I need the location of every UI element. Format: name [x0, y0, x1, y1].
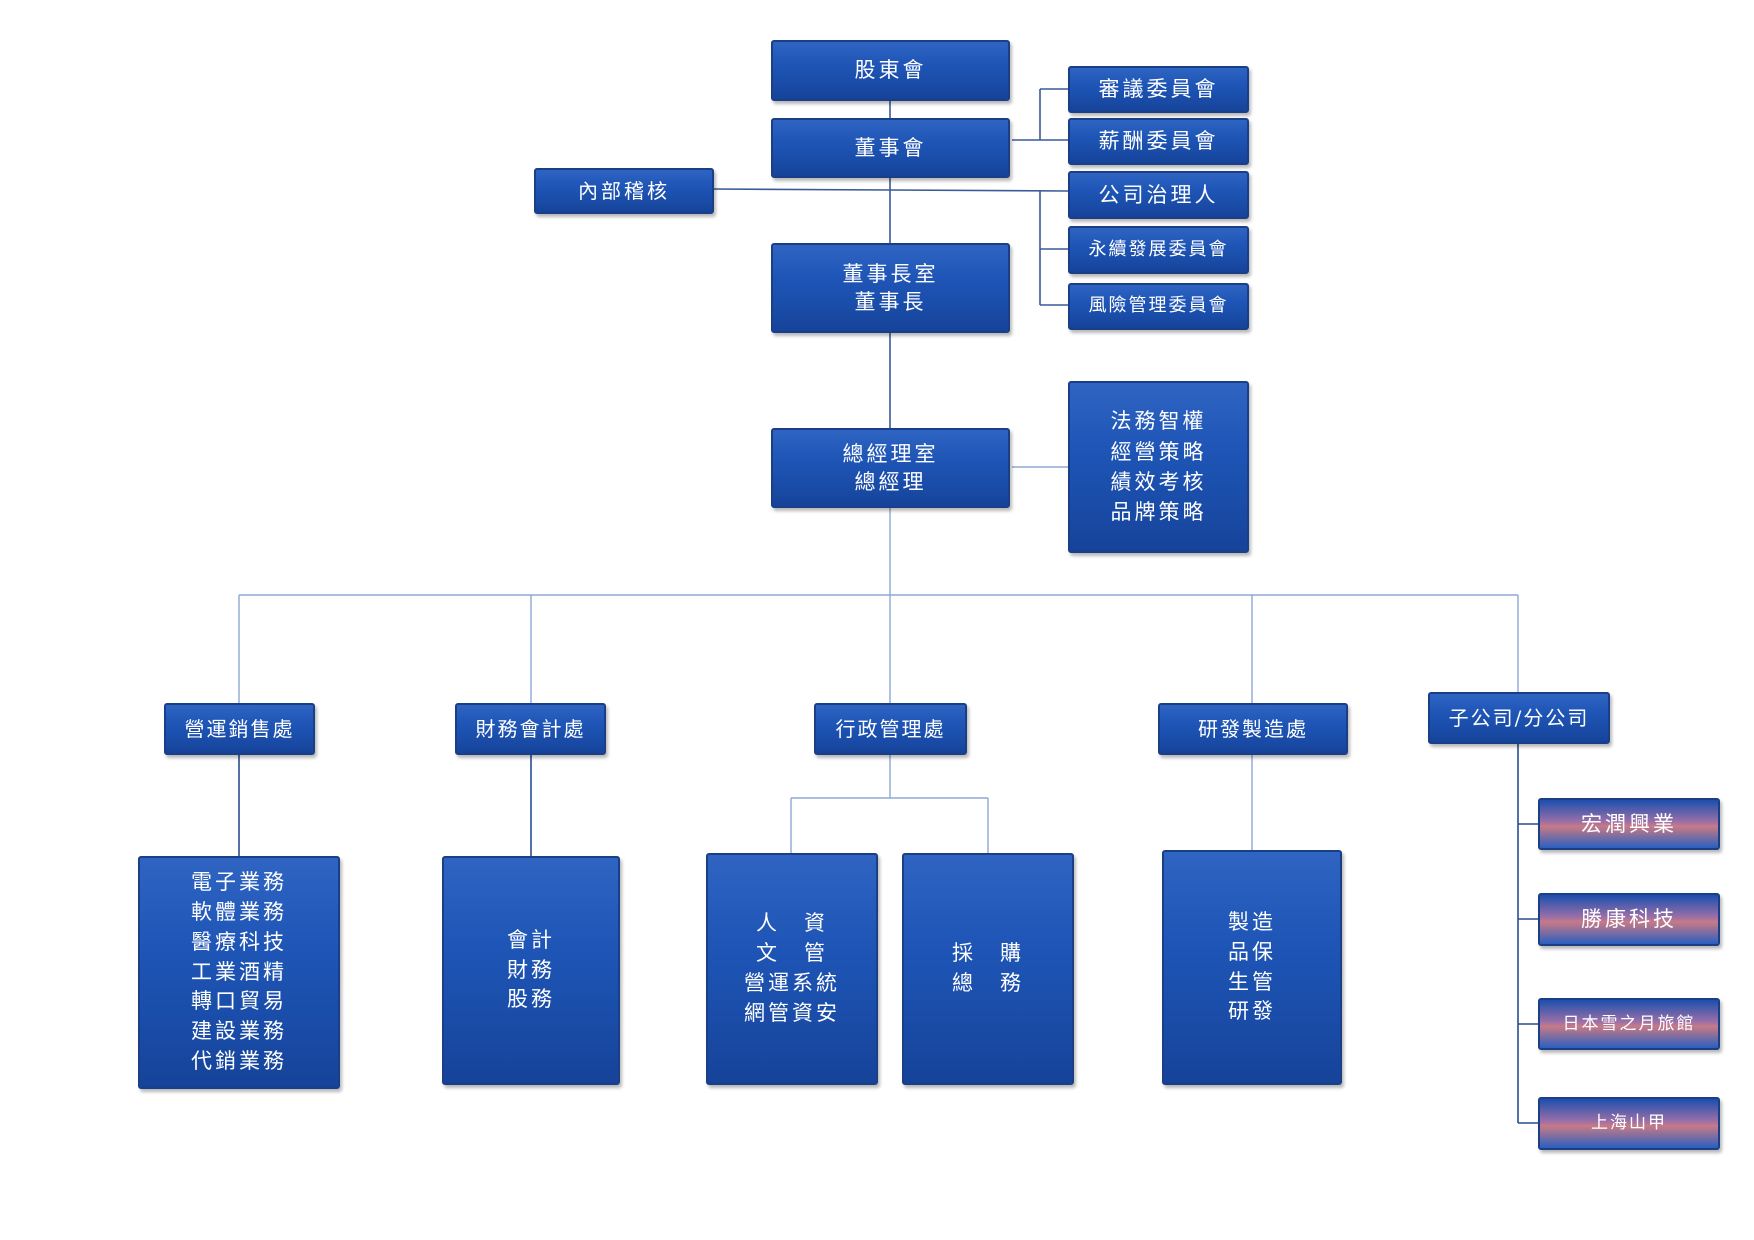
medical-tech-label: 醫療科技	[191, 929, 287, 954]
accounting-label: 會計	[507, 927, 555, 952]
subsidiary-shanghai-label: 上海山甲	[1591, 1113, 1667, 1134]
shareholders-label: 股東會	[854, 58, 927, 83]
production-control-label: 生管	[1228, 969, 1276, 994]
manufacturing-label: 製造	[1228, 909, 1276, 934]
admin-division-box: 行政管理處	[814, 703, 967, 755]
gm-label: 總經理	[854, 470, 927, 494]
stock-affairs-label: 股務	[507, 987, 555, 1012]
risk-committee-box: 風險管理委員會	[1068, 283, 1249, 330]
hr-label: 人 資	[756, 911, 828, 936]
subsidiaries-division-label: 子公司/分公司	[1448, 705, 1590, 730]
finance-division-label: 財務會計處	[475, 716, 586, 741]
admin-units-left-box: 人 資 文 管 營運系統 網管資安	[706, 853, 878, 1085]
remuneration-committee-box: 薪酬委員會	[1068, 118, 1249, 165]
subsidiaries-division-box: 子公司/分公司	[1428, 692, 1610, 744]
operations-system-label: 營運系統	[744, 971, 840, 995]
brand-strategy-label: 品牌策略	[1110, 500, 1207, 525]
subsidiary-box-yukinotsuki: 日本雪之月旅館	[1538, 998, 1720, 1050]
gm-staff-box: 法務智權 經營策略 績效考核 品牌策略	[1068, 381, 1249, 553]
sustainability-committee-label: 永續發展委員會	[1088, 238, 1229, 260]
finance-division-box: 財務會計處	[455, 703, 606, 755]
admin-units-right-box: 採 購 總 務	[902, 853, 1074, 1085]
sales-division-label: 營運銷售處	[184, 716, 295, 741]
internal-audit-box: 內部稽核	[534, 168, 714, 214]
performance-review-label: 績效考核	[1110, 470, 1207, 494]
board-label: 董事會	[854, 135, 927, 160]
subsidiary-box-shengkang: 勝康科技	[1538, 893, 1720, 946]
gm-office-box: 總經理室 總經理	[771, 428, 1010, 508]
shareholders-box: 股東會	[771, 40, 1010, 101]
research-development-label: 研發	[1228, 999, 1276, 1024]
purchasing-label: 採 購	[952, 941, 1024, 966]
electronics-business-label: 電子業務	[191, 870, 287, 895]
sales-division-box: 營運銷售處	[164, 703, 315, 755]
chairman-office-box: 董事長室 董事長	[771, 243, 1010, 333]
rnd-division-box: 研發製造處	[1158, 703, 1348, 755]
sustainability-committee-box: 永續發展委員會	[1068, 226, 1249, 274]
review-committee-box: 審議委員會	[1068, 66, 1249, 113]
chairman-office-label: 董事長室	[842, 261, 939, 286]
general-affairs-label: 總 務	[952, 971, 1024, 995]
quality-assurance-label: 品保	[1228, 939, 1276, 964]
subsidiary-box-shanghai: 上海山甲	[1538, 1097, 1720, 1150]
agency-sales-label: 代銷業務	[191, 1049, 287, 1074]
software-business-label: 軟體業務	[191, 899, 287, 924]
remuneration-committee-label: 薪酬委員會	[1098, 129, 1219, 154]
subsidiary-box-hongrun: 宏潤興業	[1538, 798, 1720, 850]
governance-officer-box: 公司治理人	[1068, 171, 1249, 219]
industrial-alcohol-label: 工業酒精	[191, 959, 287, 984]
review-committee-label: 審議委員會	[1098, 77, 1219, 102]
document-control-label: 文 管	[756, 941, 828, 966]
sales-units-box: 電子業務 軟體業務 醫療科技 工業酒精 轉口貿易 建設業務 代銷業務	[138, 856, 340, 1089]
subsidiary-yukinotsuki-label: 日本雪之月旅館	[1562, 1013, 1696, 1034]
legal-ip-label: 法務智權	[1110, 409, 1207, 434]
rnd-division-label: 研發製造處	[1198, 716, 1308, 741]
construction-business-label: 建設業務	[191, 1019, 287, 1044]
board-box: 董事會	[771, 118, 1010, 178]
gm-office-label: 總經理室	[842, 441, 939, 466]
business-strategy-label: 經營策略	[1110, 439, 1207, 464]
network-security-label: 網管資安	[744, 1000, 840, 1025]
rnd-units-box: 製造 品保 生管 研發	[1162, 850, 1342, 1085]
internal-audit-label: 內部稽核	[578, 178, 670, 203]
admin-division-label: 行政管理處	[835, 716, 946, 741]
subsidiary-hongrun-label: 宏潤興業	[1581, 811, 1677, 836]
finance-label: 財務	[507, 957, 555, 982]
re-export-trade-label: 轉口貿易	[191, 989, 287, 1014]
finance-units-box: 會計 財務 股務	[442, 856, 620, 1085]
chairman-label: 董事長	[854, 290, 927, 314]
risk-committee-label: 風險管理委員會	[1088, 295, 1229, 317]
governance-officer-label: 公司治理人	[1098, 182, 1219, 207]
subsidiary-shengkang-label: 勝康科技	[1581, 907, 1677, 932]
